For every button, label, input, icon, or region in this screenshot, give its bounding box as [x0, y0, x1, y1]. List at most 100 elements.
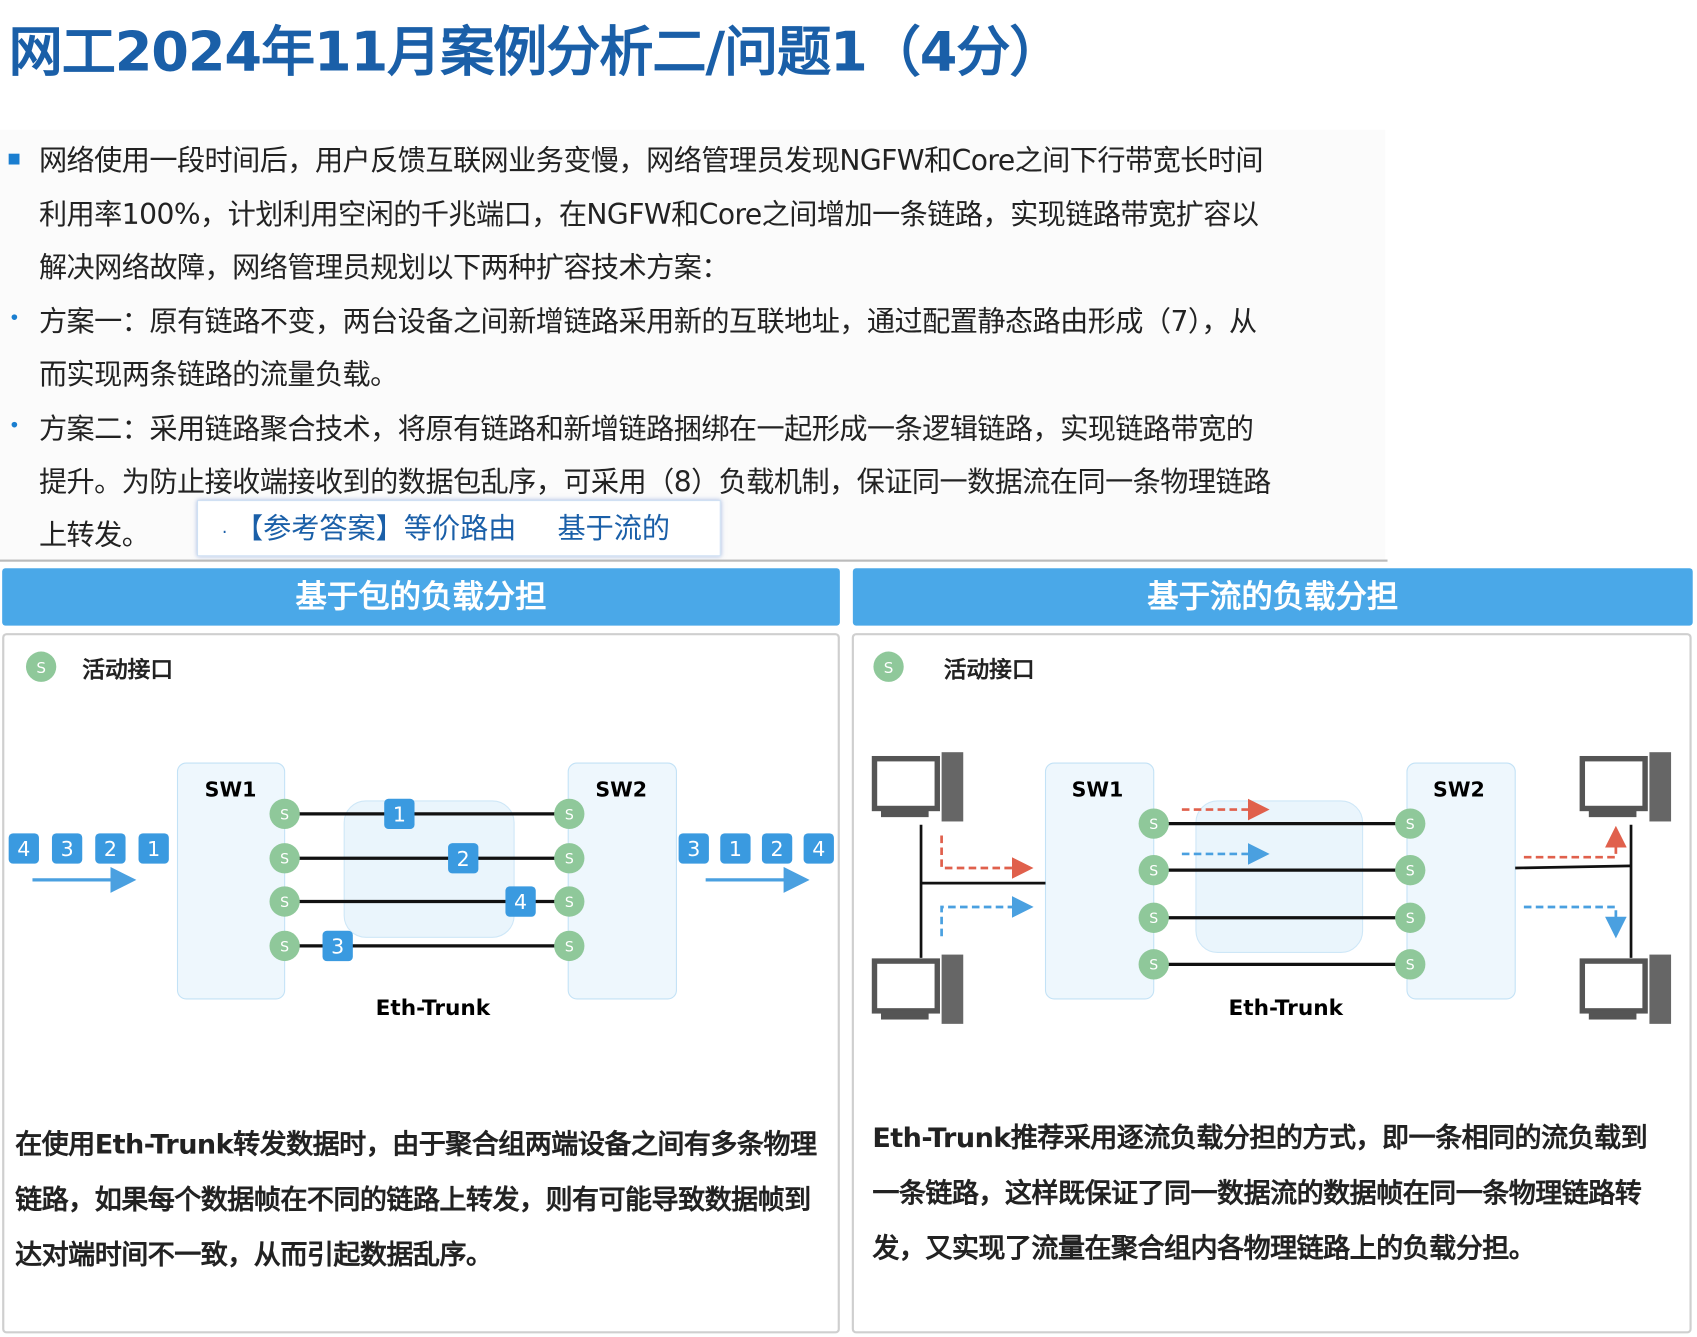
svg-text:S: S — [1149, 911, 1158, 927]
host-connections — [919, 824, 1633, 958]
active-port-icon: S — [1138, 808, 1169, 839]
active-port-icon: S — [1395, 949, 1426, 980]
computer-icon — [1579, 954, 1672, 1024]
packet: 3 — [678, 833, 709, 864]
active-port-icon: S — [554, 798, 585, 830]
left-panel-description: 在使用Eth-Trunk转发数据时，由于聚合组两端设备之间有多条物理链路，如果每… — [15, 1128, 817, 1271]
divider — [0, 559, 1388, 562]
svg-text:S: S — [280, 852, 289, 868]
answer-box: · 【参考答案】等价路由 基于流的 — [196, 500, 721, 557]
active-port-icon: S — [269, 930, 300, 962]
right-panel — [851, 633, 1692, 1334]
legend-port-icon: S — [873, 651, 904, 682]
answer-value-2: 基于流的 — [557, 513, 671, 546]
legend-label: 活动接口 — [82, 658, 173, 684]
svg-text:S: S — [1406, 911, 1415, 927]
active-port-icon: S — [554, 930, 585, 962]
answer-bullet: · — [221, 521, 228, 543]
right-panel-header: 基于流的负载分担 — [852, 568, 1693, 626]
svg-text:S: S — [565, 895, 574, 911]
svg-text:2: 2 — [104, 837, 117, 861]
question-line: 网络使用一段时间后，用户反馈互联网业务变慢，网络管理员发现NGFW和Core之间… — [38, 145, 1264, 178]
right-panel-description: Eth-Trunk推荐采用逐流负载分担的方式，即一条相同的流负载到一条链路，这样… — [872, 1122, 1648, 1265]
packet: 2 — [448, 843, 479, 874]
active-port-icon: S — [269, 843, 300, 874]
active-port-icon: S — [554, 843, 585, 874]
packet: 3 — [51, 833, 83, 864]
active-port-icon: S — [1395, 902, 1426, 933]
active-port-icon: S — [1395, 855, 1426, 886]
packet: 2 — [761, 833, 793, 864]
packet: 1 — [384, 798, 415, 830]
packet: 1 — [138, 833, 169, 864]
question-line: 解决网络故障，网络管理员规划以下两种扩容技术方案： — [38, 252, 730, 285]
question-line: 上转发。 — [38, 519, 150, 552]
dot-bullet-icon: • — [8, 307, 21, 331]
active-port-icon: S — [1138, 949, 1169, 980]
svg-text:S: S — [1406, 958, 1415, 974]
svg-text:4: 4 — [514, 890, 527, 914]
active-port-icon: S — [554, 886, 585, 917]
computer-icon — [871, 954, 964, 1024]
sw1-label: SW1 — [1072, 778, 1124, 802]
svg-text:S: S — [1406, 864, 1415, 880]
eth-trunk-bundle — [1195, 800, 1364, 953]
svg-text:S: S — [1149, 864, 1158, 880]
svg-text:S: S — [1406, 817, 1415, 833]
svg-text:3: 3 — [61, 837, 74, 861]
active-port-icon: S — [1395, 808, 1426, 839]
svg-text:2: 2 — [457, 847, 470, 871]
square-bullet-icon — [8, 153, 20, 165]
active-port-icon: S — [269, 886, 300, 917]
question-block — [0, 129, 1386, 561]
question-line: 方案一：原有链路不变，两台设备之间新增链路采用新的互联地址，通过配置静态路由形成… — [38, 306, 1257, 339]
svg-text:S: S — [565, 939, 574, 955]
page-title: 网工2024年11月案例分析二/问题1（4分） — [8, 20, 1064, 84]
svg-text:1: 1 — [393, 802, 406, 826]
legend-label: 活动接口 — [944, 658, 1035, 684]
packet: 2 — [95, 833, 126, 864]
sw1-label: SW1 — [205, 778, 257, 802]
svg-text:S: S — [280, 807, 289, 823]
computer-icon — [1579, 752, 1672, 822]
svg-text:S: S — [565, 807, 574, 823]
question-line: 提升。为防止接收端接收到的数据包乱序，可采用（8）负载机制，保证同一数据流在同一… — [38, 466, 1271, 499]
svg-text:S: S — [280, 939, 289, 955]
svg-text:3: 3 — [687, 837, 700, 861]
question-line: 而实现两条链路的流量负载。 — [38, 359, 398, 392]
svg-text:2: 2 — [771, 837, 784, 861]
svg-text:1: 1 — [729, 837, 742, 861]
computer-icon — [871, 752, 964, 822]
svg-text:S: S — [884, 659, 894, 677]
question-line: 利用率100%，计划利用空闲的千兆端口，在NGFW和Core之间增加一条链路，实… — [38, 199, 1259, 232]
packet: 4 — [8, 833, 39, 864]
svg-text:S: S — [565, 852, 574, 868]
svg-text:S: S — [280, 895, 289, 911]
sw2-box — [567, 762, 677, 1000]
packet: 1 — [720, 833, 751, 864]
packet: 3 — [322, 930, 353, 962]
left-panel-header: 基于包的负载分担 — [2, 568, 840, 626]
question-line: 方案二：采用链路聚合技术，将原有链路和新增链路捆绑在一起形成一条逻辑链路，实现链… — [38, 413, 1254, 446]
svg-text:4: 4 — [17, 837, 30, 861]
svg-text:3: 3 — [331, 935, 344, 959]
svg-text:S: S — [1149, 817, 1158, 833]
dot-bullet-icon: • — [8, 414, 21, 438]
svg-text:S: S — [36, 659, 46, 677]
sw1-box — [176, 762, 286, 1000]
active-port-icon: S — [269, 798, 300, 830]
answer-label: 【参考答案】等价路由 — [249, 513, 517, 546]
svg-text:1: 1 — [147, 837, 160, 861]
eth-trunk-label: Eth-Trunk — [376, 996, 491, 1021]
active-port-icon: S — [1138, 855, 1169, 886]
eth-trunk-label: Eth-Trunk — [1229, 996, 1344, 1021]
left-panel — [2, 633, 840, 1334]
sw2-label: SW2 — [1433, 778, 1485, 802]
legend-port-icon: S — [25, 651, 57, 682]
flow-arrows — [940, 798, 1627, 939]
eth-trunk-bundle — [343, 800, 515, 938]
packet: 4 — [803, 833, 834, 864]
active-port-icon: S — [1138, 902, 1169, 933]
svg-text:4: 4 — [812, 837, 825, 861]
